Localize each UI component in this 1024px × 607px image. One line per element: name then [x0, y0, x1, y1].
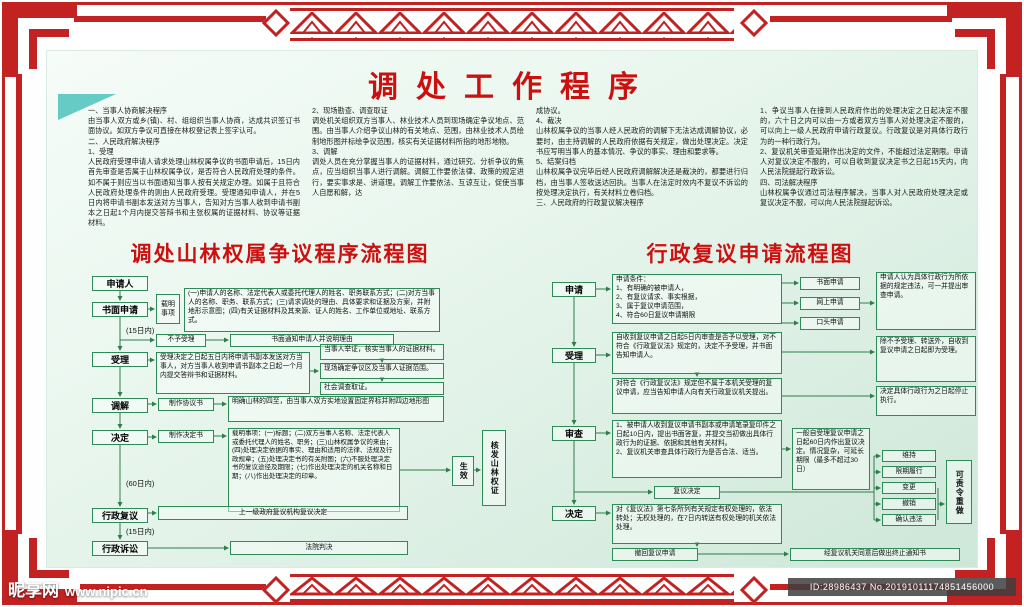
frame-line-left: [16, 74, 22, 534]
flow-box-written-notice: 书面通知申请人并说明理由: [230, 334, 394, 347]
flow-box-accept-check: 自收到复议申请之日起5日内审查是否予以受理，对不符合《行政复议法》规定的，决定不…: [612, 332, 782, 374]
frame-corner-bottom-left: [5, 530, 77, 602]
frame-pattern-band-bottom: [290, 574, 734, 602]
watermark-site-name: 昵享网: [8, 581, 59, 600]
flow-box-apply-conditions: 申请条件： 1、有明确的被申请人， 2、有复议请求、事实根据， 3、属于复议申请…: [612, 274, 782, 324]
image-id-text: ID:28986437 No.20191011174851456000: [809, 582, 995, 592]
flow-node-written-application: 书面申请: [92, 302, 148, 317]
flow-box-items-label: 载明事项: [156, 294, 180, 324]
frame-line-top-right: [770, 16, 952, 22]
flow-box-written-apply: 书面申请: [800, 277, 860, 290]
flow-node-review: 审查: [552, 426, 596, 441]
flow-box-outcome-uphold: 维持: [882, 450, 936, 462]
label-15-days-b: (15日内): [126, 527, 155, 536]
flow-box-make-agreement: 制作协议书: [158, 398, 214, 411]
flow-box-regulation-review: 申请人认为具体行政行为所依据的规定违法，可一并提出审查申请。: [876, 272, 976, 330]
flow-box-effective: 生效: [452, 456, 474, 486]
flow-node-admin-reconsideration: 行政复议: [92, 508, 148, 523]
flow-box-review-detail: 1、被申请人收到复议申请书副本或申请笔录复印件之日起10日内，提出书面答复，并提…: [612, 420, 782, 478]
flow-box-higher-reconsideration: 上一级政府复议机构复议决定: [158, 506, 408, 520]
label-60-days: (60日内): [126, 479, 155, 488]
watermark: 昵享网 www.nipic.cn: [8, 576, 148, 601]
flow-box-not-accepted: 不予受理: [156, 334, 206, 347]
flow-box-make-decision: 制作决定书: [158, 430, 214, 443]
flow-box-outcome-illegal: 确认违法: [882, 514, 936, 526]
intro-column-4: 1、争议当事人在接到人民政府作出的处理决定之日起决定不服的，六十日之内可以由一方…: [760, 106, 968, 207]
frame-corner-top-right: [947, 5, 1019, 77]
frame-corner-top-left: [5, 5, 77, 77]
flow-box-60-day-limit: 一般自受理复议申请之日起60日内作出复议决定。情况复杂，可延长期限（最多不超过3…: [792, 428, 870, 490]
flow-node-applicant: 申请人: [92, 276, 148, 291]
flow-box-court-judgment: 法院判决: [230, 541, 408, 555]
flow-node-decide: 决定: [92, 430, 148, 445]
flow-node-accept: 受理: [92, 352, 148, 367]
flow-box-boundary: 明确山林的四至，由当事人双方实地设置固定界标并附四边地形图: [228, 396, 444, 422]
flow-box-termination-notice: 经复议机关同意后做出终止通知书: [790, 548, 960, 561]
flow-box-social-investigation: 社会调查取证。: [320, 382, 444, 395]
flow-box-application-items: (一)申请人的名称、法定代表人或委托代理人的姓名、职务联系方式；(二)对方当事人…: [184, 288, 440, 332]
frame-line-bottom-left: [80, 584, 266, 590]
flow-box-article-seven: 对《复议法》第七条所列有关规定有权处理的，依法转处；无权处理的，在7日内转送有权…: [612, 504, 782, 544]
flow-box-withdraw: 撤回复议申请: [612, 548, 698, 561]
flow-box-outcome-perform: 限期履行: [882, 466, 936, 478]
flow-node-mediate: 调解: [92, 398, 148, 413]
flow-box-issue-certificate: 核发山林权证: [482, 430, 506, 506]
watermark-site-url: www.nipic.cn: [65, 584, 148, 599]
flow-box-outcome-revoke: 撤销: [882, 498, 936, 510]
right-chart-title: 行政复议申请流程图: [646, 243, 854, 266]
label-15-days-a: (15日内): [126, 326, 155, 335]
flow-box-evidence: 当事人举证，核实当事人的证据材料。: [320, 344, 444, 360]
flow-box-deemed-accepted: 除不予受理、转送外，自收到复议申请之日起即为受理。: [876, 336, 976, 382]
flow-box-site-confirm: 现场确定争议区及当事人证据范围。: [320, 363, 444, 379]
intro-column-2: 2、现场勘查、调查取证 调处机关组织双方当事人、林业技术人员到现场确定争议地点、…: [312, 106, 524, 197]
flow-box-accept-detail: 受理决定之日起五日内将申请书副本发送对方当事人，对方当事人收到申请书副本之日起一…: [156, 352, 310, 394]
teal-triangle-decor: [58, 94, 116, 120]
flow-box-refer-other-organ: 对符合《行政复议法》规定但不属于本机关受理的复议申请，应当告知申请人向有关行政复…: [612, 378, 782, 414]
intro-column-1: 一、当事人协商解决程序 由当事人双方或乡(镇)、村、组组织当事人协商，达成共识签…: [88, 106, 300, 228]
intro-column-3: 成协议。 4、裁决 山林权属争议的当事人经人民政府的调解下无法达成调解协议，必要…: [536, 106, 748, 207]
flow-box-no-suspension: 决定具体行政行为之日起停止执行。: [876, 386, 976, 416]
flow-box-order-redo: 可责令重做: [946, 460, 972, 524]
flow-node-accept-r: 受理: [552, 348, 596, 363]
flow-box-decision-items: 载明事项：(一)标题；(二)双方当事人名称、法定代表人或委托代理人的姓名、职务；…: [228, 428, 400, 512]
frame-pattern-band-top: [290, 8, 734, 41]
flow-box-online-apply: 网上申请: [800, 297, 860, 310]
page-title: 调处工作程序: [368, 71, 656, 104]
flow-node-decision-r: 决定: [552, 506, 596, 521]
flow-node-apply: 申请: [552, 282, 596, 297]
image-id-bar: ID:28986437 No.20191011174851456000: [788, 578, 1016, 596]
flow-node-admin-litigation: 行政诉讼: [92, 541, 148, 556]
frame-line-right: [1000, 74, 1006, 534]
frame-line-top-left: [74, 16, 266, 22]
flow-box-oral-apply: 口头申请: [800, 317, 860, 330]
flow-box-outcome-change: 变更: [882, 482, 936, 494]
left-chart-title: 调处山林权属争议程序流程图: [130, 243, 430, 266]
flow-box-reconsideration-decision: 复议决定: [654, 486, 720, 499]
